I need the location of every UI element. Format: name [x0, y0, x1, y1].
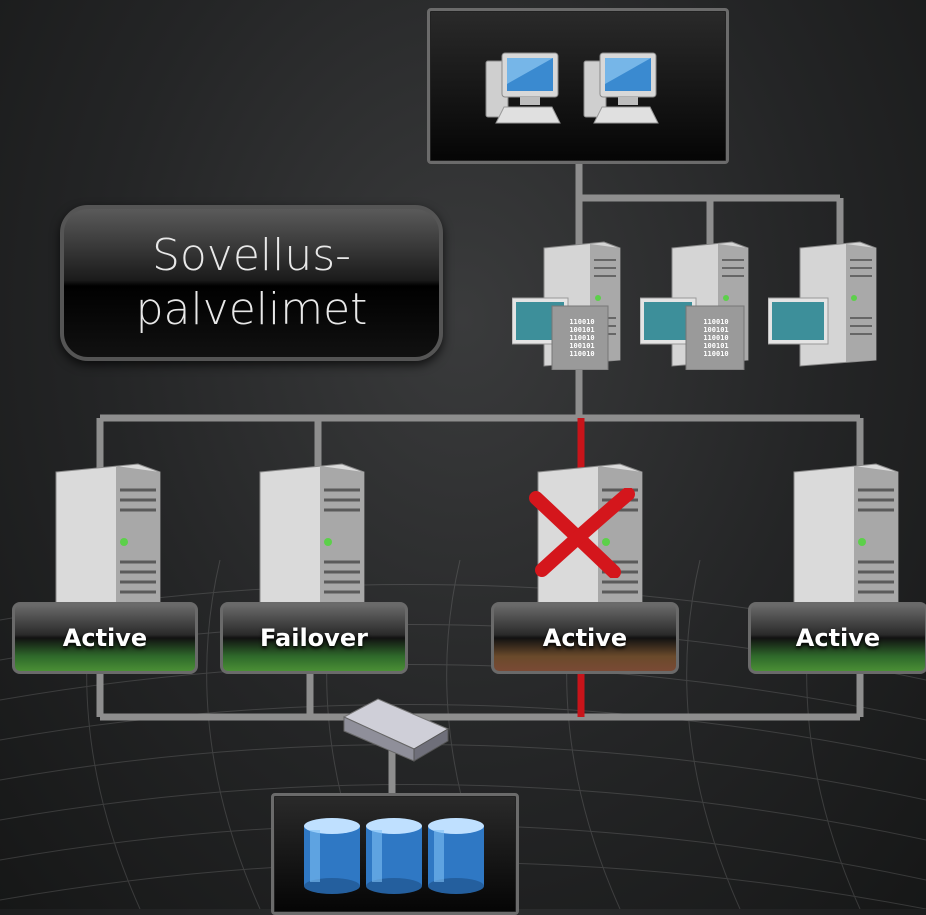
- title-label: Sovellus- palvelimet: [60, 205, 443, 361]
- node-status-label: Active: [62, 624, 148, 652]
- node-status-label: Active: [795, 624, 881, 652]
- server-tower-icon: [767, 241, 877, 367]
- server-tower-icon: [512, 241, 621, 370]
- workstation-icon: [583, 52, 659, 124]
- server-tower-icon: [640, 241, 749, 370]
- failure-x-icon: [529, 488, 635, 578]
- node-status-4: Active: [748, 602, 926, 674]
- node-status-3: Active: [491, 602, 679, 674]
- clients-panel: [427, 8, 729, 164]
- db-server-tower-icon: [793, 463, 899, 631]
- app-server-1: 110010 100101 110010 100101 110010: [512, 240, 627, 370]
- database-icon: [304, 818, 484, 894]
- binary-badge: 110010 100101 110010 100101 110010: [703, 318, 729, 358]
- network-switch-icon: [342, 698, 450, 762]
- db-server-tower-icon: [55, 463, 161, 631]
- database-panel: [271, 793, 519, 915]
- app-server-3: [767, 240, 883, 370]
- title-line-1: Sovellus-: [151, 230, 352, 281]
- workstation-icon: [485, 52, 561, 124]
- node-status-label: Failover: [260, 624, 368, 652]
- node-status-1: Active: [12, 602, 198, 674]
- db-server-tower-icon: [259, 463, 365, 631]
- node-status-2: Failover: [220, 602, 408, 674]
- title-line-2: palvelimet: [135, 284, 368, 335]
- app-server-2: 110010 100101 110010 100101 110010: [640, 240, 755, 370]
- binary-badge: 110010 100101 110010 100101 110010: [569, 318, 595, 358]
- node-status-label: Active: [542, 624, 628, 652]
